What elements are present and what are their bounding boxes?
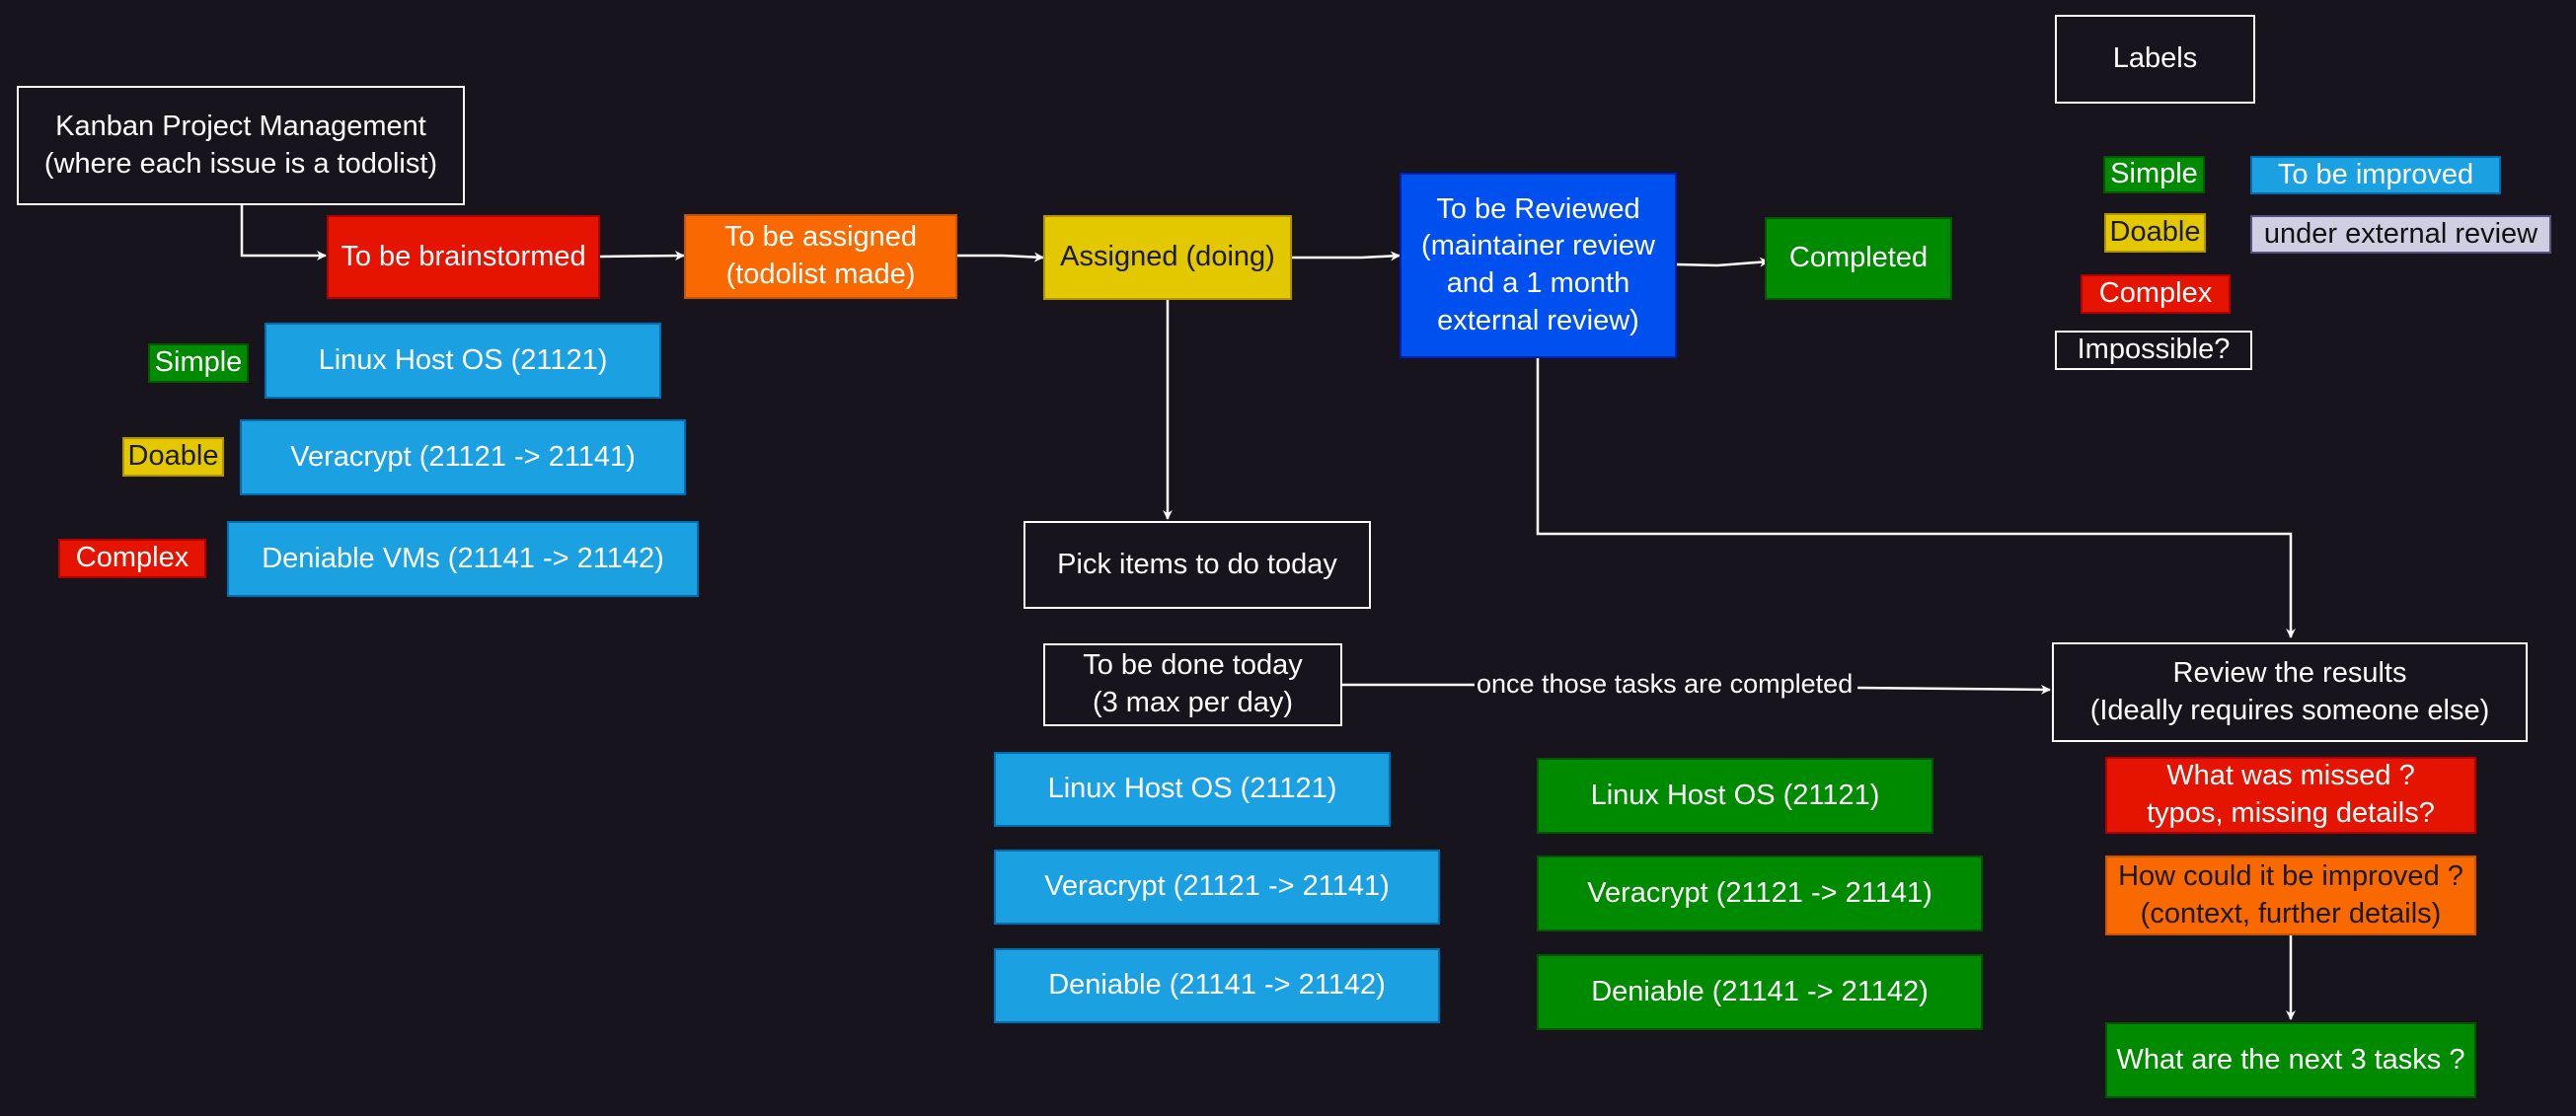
today-task-linux: Linux Host OS (21121) bbox=[994, 752, 1391, 827]
arrow-reviewed-to-results bbox=[1536, 358, 2296, 638]
missed-box: What was missed ? typos, missing details… bbox=[2105, 757, 2476, 834]
tag-simple: Simple bbox=[148, 343, 249, 383]
today-task-deniable: Deniable (21141 -> 21142) bbox=[994, 948, 1440, 1023]
edge-label: once those tasks are completed bbox=[1475, 669, 1856, 700]
project-box: Kanban Project Management (where each is… bbox=[17, 86, 465, 205]
legend-simple: Simple bbox=[2103, 156, 2205, 193]
improved-box: How could it be improved ? (context, fur… bbox=[2105, 856, 2476, 935]
assigned-box: To be assigned (todolist made) bbox=[684, 214, 957, 299]
completed-task-linux: Linux Host OS (21121) bbox=[1537, 758, 1933, 834]
completed-task-veracrypt: Veracrypt (21121 -> 21141) bbox=[1537, 856, 1983, 931]
legend-doable: Doable bbox=[2104, 213, 2206, 253]
tag-doable: Doable bbox=[122, 437, 224, 477]
arrow-project-to-brainstormed bbox=[240, 204, 327, 260]
arrow-doing-to-reviewed bbox=[1292, 251, 1401, 261]
brainstormed-box: To be brainstormed bbox=[327, 215, 600, 299]
tag-complex: Complex bbox=[58, 539, 206, 578]
doing-box: Assigned (doing) bbox=[1043, 215, 1292, 300]
legend-to-improve: To be improved bbox=[2250, 156, 2501, 194]
completed-box: Completed bbox=[1765, 217, 1952, 300]
review-results-box: Review the results (Ideally requires som… bbox=[2052, 642, 2528, 742]
today-task-veracrypt: Veracrypt (21121 -> 21141) bbox=[994, 850, 1440, 925]
arrow-assigned-to-doing bbox=[956, 252, 1044, 262]
done-today-box: To be done today (3 max per day) bbox=[1043, 643, 1342, 726]
pick-box: Pick items to do today bbox=[1023, 521, 1371, 609]
next-tasks-box: What are the next 3 tasks ? bbox=[2105, 1022, 2476, 1098]
arrow-reviewed-to-completed bbox=[1676, 257, 1770, 267]
brainstorm-task-deniable-vms: Deniable VMs (21141 -> 21142) bbox=[227, 521, 699, 597]
reviewed-box: To be Reviewed (maintainer review and a … bbox=[1400, 173, 1677, 358]
legend-impossible: Impossible? bbox=[2055, 331, 2252, 370]
brainstorm-task-veracrypt: Veracrypt (21121 -> 21141) bbox=[240, 419, 686, 495]
completed-task-deniable: Deniable (21141 -> 21142) bbox=[1537, 954, 1983, 1030]
legend-title: Labels bbox=[2055, 15, 2255, 104]
legend-complex: Complex bbox=[2081, 274, 2231, 314]
arrow-brainstormed-to-assigned bbox=[598, 251, 685, 261]
legend-external-review: under external review bbox=[2250, 215, 2551, 254]
brainstorm-task-linux: Linux Host OS (21121) bbox=[265, 323, 661, 399]
